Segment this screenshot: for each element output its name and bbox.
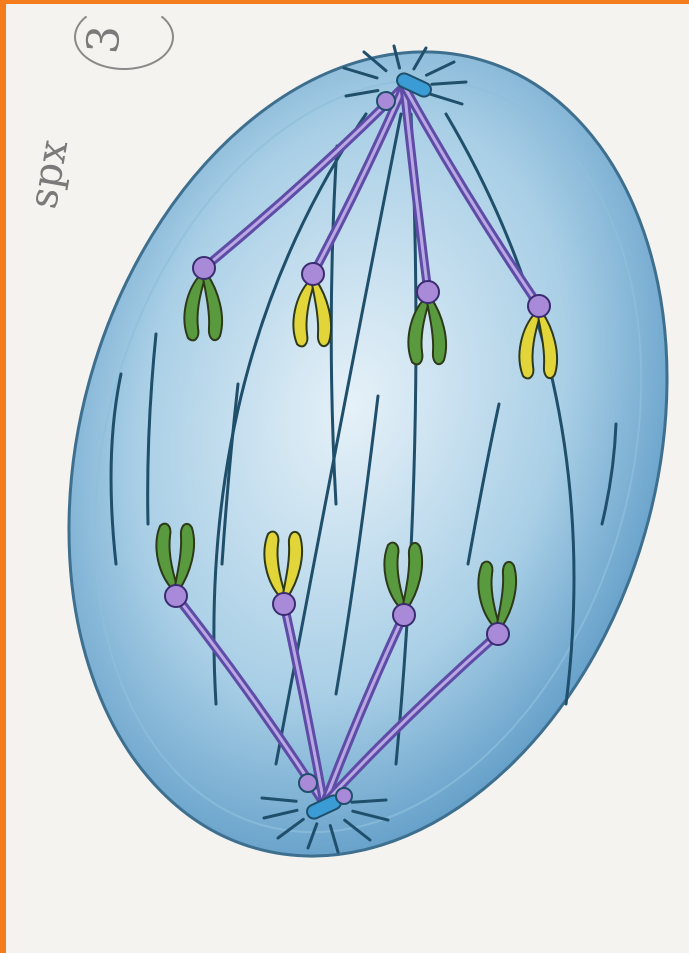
anaphase-cell-diagram (6, 4, 689, 953)
centromere (393, 604, 415, 626)
centromere (273, 593, 295, 615)
centromere (417, 281, 439, 303)
centromere (165, 585, 187, 607)
centromere (528, 295, 550, 317)
centromere (302, 263, 324, 285)
centromere (193, 257, 215, 279)
centromere (487, 623, 509, 645)
